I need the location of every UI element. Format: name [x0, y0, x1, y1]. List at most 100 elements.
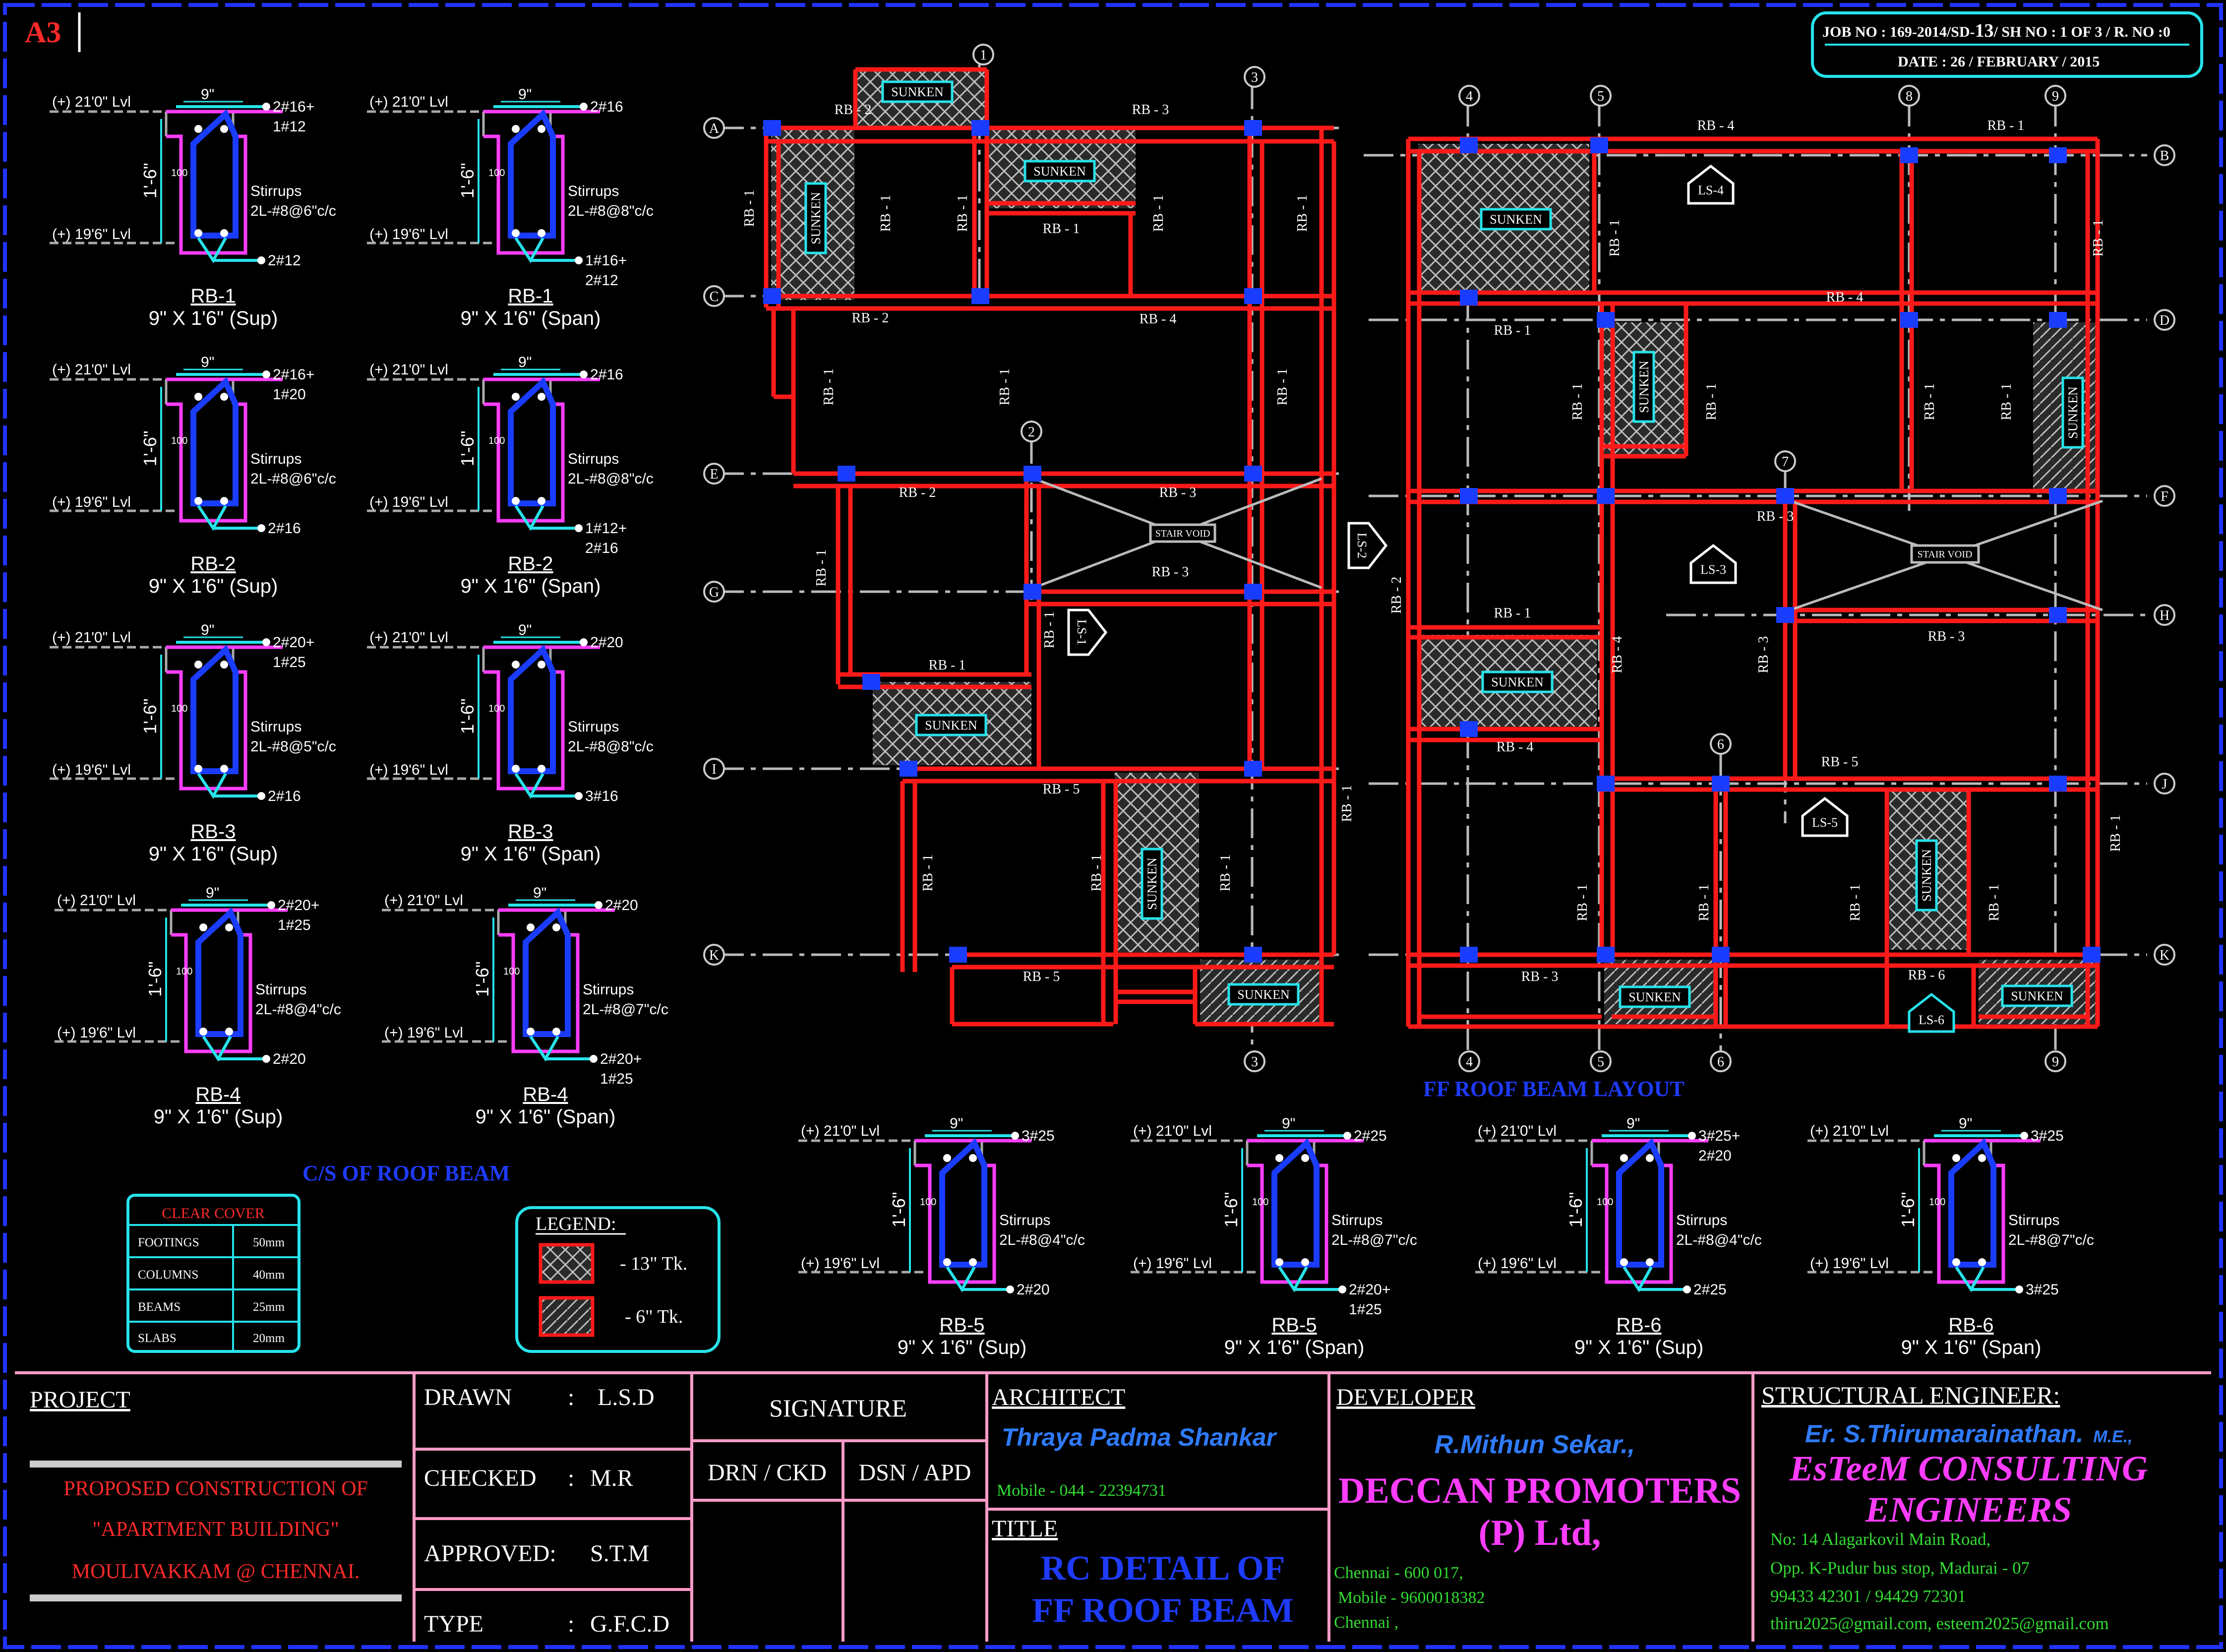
stirrups-word: Stirrups: [250, 183, 301, 199]
column: [1244, 584, 1262, 600]
bottom-level-label: (+) 19'6" Lvl: [369, 494, 448, 510]
depth-label: 1'-6": [140, 430, 160, 466]
grid-bubble-label: 6: [1717, 737, 1724, 752]
sunken-label: SUNKEN: [1637, 361, 1651, 413]
bottom-hook: [197, 505, 227, 531]
sunken-label: SUNKEN: [891, 85, 944, 99]
depth-label: 1'-6": [140, 698, 160, 734]
cover-label: 100: [171, 703, 187, 714]
legend-title: LEGEND:: [536, 1214, 616, 1234]
bottom-bar-label: 2#20+: [600, 1051, 642, 1067]
column: [1597, 776, 1615, 792]
layout-title: FF ROOF BEAM LAYOUT: [1423, 1077, 1685, 1101]
landing-marker: LS-2: [1347, 522, 1388, 569]
stirrups-word: Stirrups: [568, 183, 619, 199]
column: [1460, 290, 1478, 306]
rebar-dot: [1620, 1154, 1628, 1162]
beam-section: (+) 21'0" Lvl(+) 19'6" Lvl9"1'-6"1002#20…: [367, 622, 654, 865]
sunken-box: [1619, 985, 1691, 1008]
stirrup: [190, 376, 239, 506]
sunken-box: [2001, 984, 2073, 1007]
bottom-level-label: (+) 19'6" Lvl: [52, 494, 131, 510]
grid-bubble-label: C: [710, 289, 719, 305]
width-label: 9": [1626, 1115, 1640, 1132]
beam-section: (+) 21'0" Lvl(+) 19'6" Lvl9"1'-6"1002#20…: [55, 885, 341, 1128]
top-level-label: (+) 21'0" Lvl: [57, 892, 136, 909]
top-level-label: (+) 21'0" Lvl: [52, 94, 131, 110]
beam-label: RB - 1: [1339, 785, 1355, 822]
checked-label: CHECKED: [424, 1465, 537, 1491]
grid-bubble-label: D: [2160, 313, 2169, 328]
bottom-hook: [514, 773, 544, 799]
bottom-level-label: (+) 19'6" Lvl: [1133, 1255, 1212, 1272]
beam-label: RB - 3: [1756, 636, 1771, 673]
beam-section: (+) 21'0" Lvl(+) 19'6" Lvl9"1'-6"1002#25…: [1131, 1115, 1417, 1358]
grid-bubble-label: 3: [1251, 70, 1258, 85]
rebar-dot: [1301, 1154, 1309, 1162]
column: [1776, 488, 1794, 504]
cover-item: SLABS: [138, 1332, 177, 1345]
beam-label: RB - 4: [1140, 311, 1177, 327]
cover-label: 100: [171, 435, 187, 446]
rebar-dot: [538, 661, 545, 669]
beam-section: (+) 21'0" Lvl(+) 19'6" Lvl9"1'-6"1002#16…: [50, 354, 336, 597]
bottom-hook: [197, 773, 227, 799]
depth-label: 1'-6": [457, 430, 478, 466]
sunken-label: SUNKEN: [2066, 386, 2080, 439]
column: [1244, 120, 1262, 136]
grid-bubble: [703, 758, 725, 780]
rebar-dot: [1978, 1258, 1986, 1266]
legend-swatch-diag: [539, 1296, 595, 1337]
top-bar-label: 1#25: [273, 654, 306, 671]
rebar-dot: [1343, 1132, 1351, 1140]
legend: LEGEND: - 13" Tk. - 6" Tk.: [515, 1206, 721, 1353]
engineer-address: Opp. K-Pudur bus stop, Madurai - 07: [1770, 1558, 2030, 1578]
type-label: TYPE: [424, 1611, 483, 1637]
rebar-dot: [220, 497, 228, 505]
stirrup: [939, 1138, 987, 1268]
grid-bubble: [1590, 85, 1612, 107]
beam-label: RB - 1: [2091, 220, 2106, 257]
bottom-bar-label: 1#16+: [585, 252, 627, 269]
width-label: 9": [201, 622, 214, 638]
stirrup: [190, 109, 239, 239]
developer-address: Chennai - 600 017,: [1334, 1564, 1463, 1582]
sunken-label: SUNKEN: [925, 718, 977, 733]
stirrup: [523, 907, 571, 1037]
grid-bubble: [1458, 1050, 1480, 1072]
stair-voids: [1033, 477, 2103, 612]
column: [2049, 776, 2067, 792]
grid-bubble-label: G: [709, 585, 719, 600]
beam-label: RB - 1: [2108, 815, 2123, 852]
rebar-dot: [1952, 1154, 1960, 1162]
beam-label: RB - 1: [1043, 221, 1080, 237]
grid-bubble: [1710, 1050, 1732, 1072]
type-value: G.F.C.D: [590, 1611, 669, 1637]
beam-section: (+) 21'0" Lvl(+) 19'6" Lvl9"1'-6"1002#16…: [367, 354, 654, 597]
width-label: 9": [1282, 1115, 1295, 1132]
top-level-label: (+) 21'0" Lvl: [801, 1123, 880, 1139]
column: [1460, 488, 1478, 504]
stirrup: [195, 907, 243, 1037]
sunken-label: SUNKEN: [809, 192, 823, 245]
grid-bubble: [2045, 85, 2066, 107]
rebar-dot: [220, 661, 228, 669]
rebar-dot: [512, 125, 520, 133]
section-name: RB-3: [508, 821, 553, 843]
depth-label: 1'-6": [472, 961, 492, 997]
checked-value: M.R: [590, 1465, 633, 1491]
depth-label: 1'-6": [457, 698, 478, 734]
beam-label: RB - 1: [955, 195, 970, 232]
architect-label: ARCHITECT: [992, 1384, 1125, 1410]
rebar-dot: [538, 125, 545, 133]
beam-section: (+) 21'0" Lvl(+) 19'6" Lvl9"1'-6"1003#25…: [1807, 1115, 2094, 1358]
bottom-bar-label: 1#25: [1349, 1301, 1382, 1318]
width-label: 9": [533, 885, 546, 901]
colon: :: [568, 1384, 574, 1410]
sheet-border: [3, 3, 2223, 1649]
sunken-label: SUNKEN: [1491, 675, 1544, 689]
top-bar-label: 1#25: [278, 917, 311, 933]
architect-mobile: Mobile - 044 - 22394731: [997, 1481, 1166, 1500]
sunken-tag: SUNKEN: [881, 80, 954, 103]
rebar-dot: [262, 103, 270, 111]
